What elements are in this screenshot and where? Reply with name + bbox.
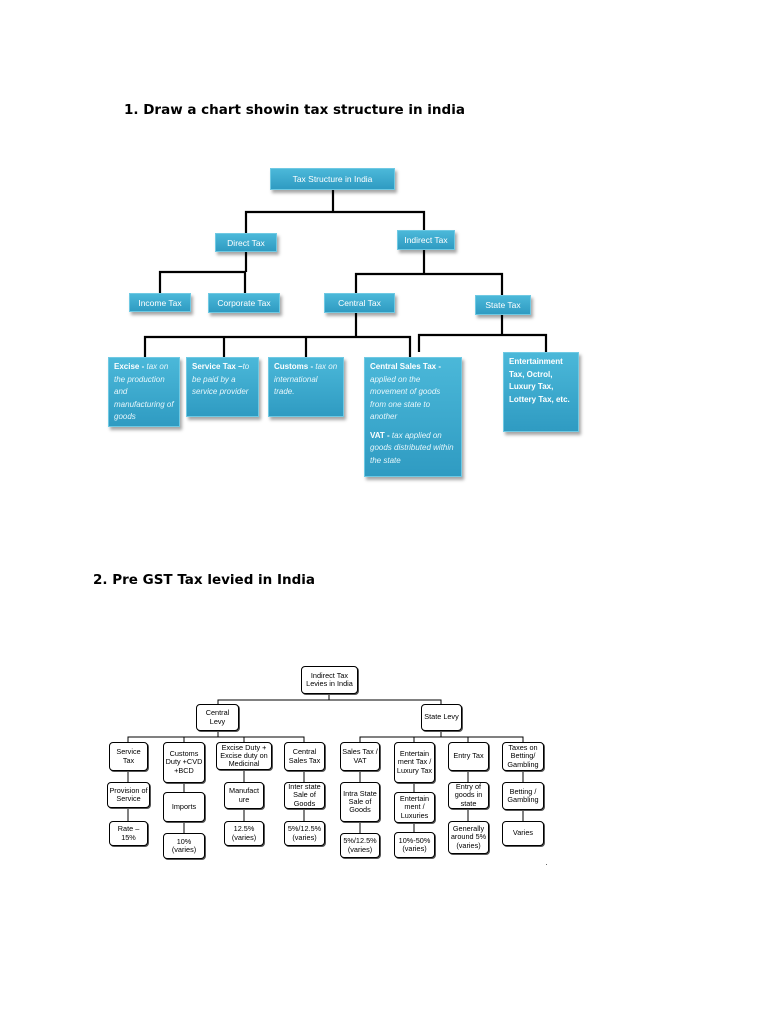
- excise-lead: Excise -: [114, 362, 147, 371]
- indirect-tax-box: Indirect Tax: [397, 230, 455, 250]
- cst-desc: applied on the movement of goods from on…: [370, 374, 441, 422]
- customs-lead: Customs -: [274, 362, 316, 371]
- state-levy-box: State Levy: [421, 704, 462, 731]
- customs-duty-node: Customs Duty +CVD +BCD: [163, 742, 205, 783]
- vat-desc: tax applied on goods distributed within …: [370, 430, 454, 465]
- entertainment-luxury-tax-node: Entertain ment Tax / Luxury Tax: [394, 742, 435, 783]
- betting-rate-node: Varies: [502, 821, 544, 846]
- cst-rate-node: 5%/12.5% (varies): [284, 821, 325, 846]
- indirect-tax-levies-root-box: Indirect Tax Levies in India: [301, 666, 358, 694]
- cst-lead: Central Sales Tax -: [370, 362, 441, 371]
- sales-tax-vat-node: Sales Tax / VAT: [340, 742, 380, 771]
- excise-desc: tax on the production and manufacturing …: [114, 362, 174, 421]
- income-tax-box: Income Tax: [129, 293, 191, 312]
- excise-rate-node: 12.5% (varies): [224, 821, 264, 846]
- service-desc: to be paid by a service provider: [192, 362, 250, 396]
- manufacture-node: Manufact ure: [224, 782, 264, 809]
- entertainment-tax-box: Entertainment Tax, Octrol, Luxury Tax, L…: [503, 352, 579, 432]
- entry-tax-node: Entry Tax: [448, 742, 489, 771]
- entry-tax-rate-node: Generally around 5% (varies): [448, 821, 489, 854]
- central-sales-tax-node: Central Sales Tax: [284, 742, 325, 771]
- central-sales-tax-vat-box: Central Sales Tax - applied on the movem…: [364, 357, 462, 477]
- service-tax-box: Service Tax –to be paid by a service pro…: [186, 357, 259, 417]
- betting-gambling-tax-node: Taxes on Betting/ Gambling: [502, 742, 544, 771]
- service-tax-rate-node: Rate – 15%: [109, 821, 148, 846]
- excise-duty-node: Excise Duty + Excise duty on Medicinal: [216, 742, 272, 770]
- vat-lead: VAT -: [370, 430, 392, 440]
- question-1-heading: 1. Draw a chart showin tax structure in …: [124, 102, 465, 118]
- service-lead: Service Tax –: [192, 362, 243, 371]
- service-tax-node: Service Tax: [109, 742, 148, 771]
- stray-dot: [546, 864, 547, 865]
- entry-of-goods-node: Entry of goods in state: [448, 782, 489, 809]
- customs-rate-node: 10% (varies): [163, 833, 205, 859]
- question-2-heading: 2. Pre GST Tax levied in India: [93, 572, 316, 588]
- entertainment-text: Entertainment Tax, Octrol, Luxury Tax, L…: [509, 357, 570, 404]
- state-tax-box: State Tax: [475, 295, 531, 315]
- inter-state-sale-node: Inter state Sale of Goods: [284, 782, 325, 809]
- imports-node: Imports: [163, 792, 205, 822]
- customs-tax-box: Customs - tax on international trade.: [268, 357, 344, 417]
- provision-of-service-node: Provision of Service: [107, 782, 150, 808]
- entertainment-luxuries-node: Entertain ment / Luxuries: [394, 792, 435, 823]
- betting-gambling-node: Betting / Gambling: [502, 782, 544, 810]
- customs-desc: tax on international trade.: [274, 362, 338, 396]
- central-tax-box: Central Tax: [324, 293, 395, 313]
- vat-rate-node: 5%/12.5% (varies): [340, 833, 380, 858]
- tax-structure-root-box: Tax Structure in India: [270, 168, 395, 190]
- direct-tax-box: Direct Tax: [215, 233, 277, 252]
- excise-tax-box: Excise - tax on the production and manuf…: [108, 357, 180, 427]
- central-levy-box: Central Levy: [196, 704, 239, 731]
- intra-state-sale-node: Intra State Sale of Goods: [340, 782, 380, 822]
- corporate-tax-box: Corporate Tax: [208, 293, 280, 313]
- entertainment-rate-node: 10%-50% (varies): [394, 832, 435, 858]
